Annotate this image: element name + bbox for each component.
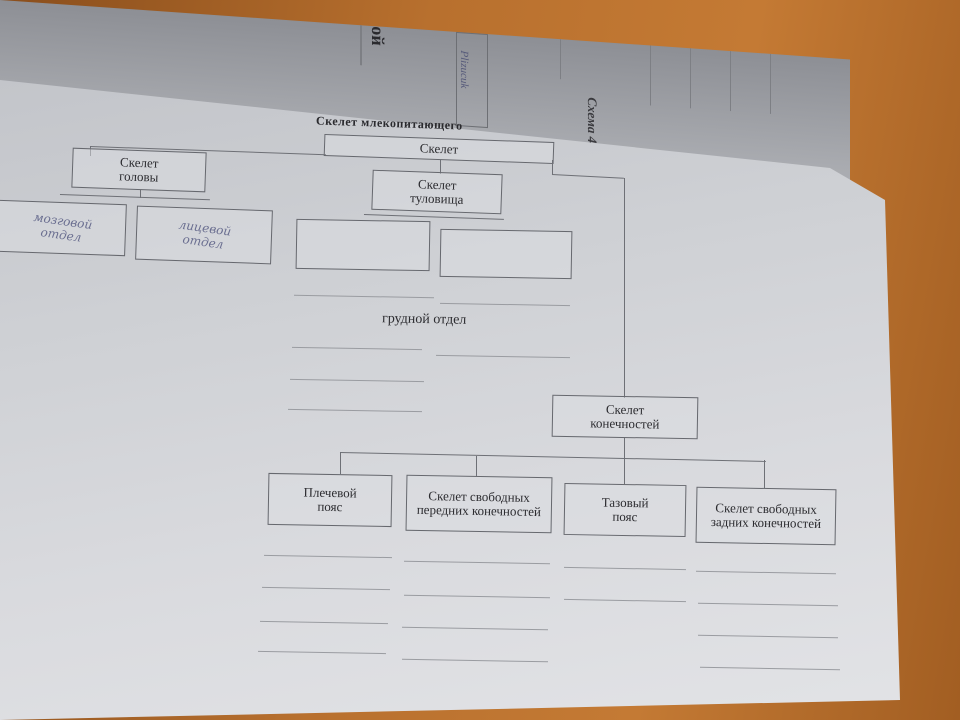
head-child-label-1: мозговой отдел: [32, 210, 94, 245]
connector: [624, 438, 625, 456]
page-rule: [770, 53, 771, 114]
connector: [476, 456, 477, 476]
limbs-skeleton-label: Скелет конечностей: [590, 401, 660, 432]
limb-child-box-4: Скелет свободных задних конечностей: [695, 486, 837, 546]
head-child-box-1: мозговой отдел: [0, 199, 127, 257]
connector: [340, 452, 341, 474]
limb-child-box-2: Скелет свободных передних конечностей: [405, 474, 553, 534]
page-rule: [730, 51, 731, 112]
limb-child-label-1: Плечевой пояс: [303, 484, 357, 515]
head-skeleton-label: Скелет головы: [118, 154, 159, 185]
page-rule: [650, 45, 651, 106]
head-child-label-2: лицевой отдел: [177, 217, 233, 252]
background-heading: ой: [368, 25, 388, 47]
connector: [140, 190, 141, 198]
connector: [624, 456, 625, 484]
limb-child-label-2: Скелет свободных передних конечностей: [416, 488, 542, 520]
trunk-skeleton-label: Скелет туловища: [409, 176, 464, 207]
connector: [552, 160, 553, 174]
root-label: Скелет: [419, 140, 459, 157]
trunk-caption: грудной отдел: [381, 311, 467, 328]
head-skeleton-box: Скелет головы: [71, 147, 207, 193]
limb-child-label-4: Скелет свободных задних конечностей: [710, 500, 822, 531]
handwritten-text: Plizucuk: [458, 50, 470, 89]
connector: [764, 460, 765, 488]
limb-child-box-3: Тазовый пояс: [563, 482, 687, 538]
page-rule: [560, 39, 561, 80]
limbs-skeleton-box: Скелет конечностей: [551, 394, 699, 440]
connector: [624, 178, 625, 398]
trunk-child-box-2: [439, 228, 573, 280]
head-child-box-2: лицевой отдел: [135, 205, 273, 265]
connector: [440, 160, 441, 174]
page-rule: [360, 25, 362, 66]
limb-child-box-1: Плечевой пояс: [267, 472, 393, 528]
trunk-skeleton-box: Скелет туловища: [371, 169, 503, 215]
limb-child-label-3: Тазовый пояс: [601, 494, 649, 525]
trunk-child-box-1: [295, 218, 431, 272]
page-rule: [690, 48, 691, 109]
